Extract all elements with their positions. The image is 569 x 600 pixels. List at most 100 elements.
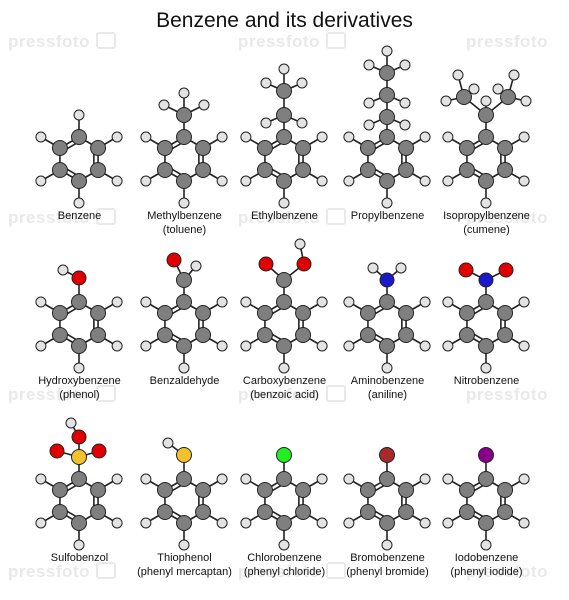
carbon-atom (379, 173, 395, 189)
sulfur-atom (71, 449, 87, 465)
molecule-iodobenzene: Iodobenzene (phenyl iodide) (430, 375, 543, 578)
carbon-atom (51, 140, 68, 156)
carbon-atom (500, 89, 516, 105)
carbon-atom (51, 162, 68, 178)
carbon-atom (478, 515, 494, 531)
molecule-name: Carboxybenzene (242, 375, 327, 387)
hydrogen-atom (296, 77, 308, 89)
carbon-atom (276, 471, 292, 487)
carbon-atom (379, 129, 395, 145)
hydrogen-atom (316, 517, 328, 529)
hydrogen-atom (240, 340, 252, 352)
hydrogen-atom (363, 119, 375, 131)
nitrobenzene-structure (442, 262, 530, 374)
carbon-atom (398, 482, 415, 498)
hydrogen-atom (216, 296, 228, 308)
molecule-label: Bromobenzene (phenyl bromide) (331, 551, 444, 579)
hydrogen-atom (73, 197, 85, 209)
carbon-atom (276, 83, 292, 99)
isopropylbenzene-structure (440, 69, 532, 209)
oxygen-atom (71, 429, 87, 445)
hydrogen-atom (216, 517, 228, 529)
molecule-label: Iodobenzene (phenyl iodide) (430, 551, 543, 579)
hydrogen-atom (419, 517, 431, 529)
hydrogen-atom (140, 296, 152, 308)
hydrogen-atom (35, 131, 47, 143)
hydrogen-atom (35, 517, 47, 529)
molecule-benzene: Benzene (23, 33, 136, 223)
carbon-atom (90, 327, 107, 343)
hydrogen-atom (316, 131, 328, 143)
molecule-bromobenzene: Bromobenzene (phenyl bromide) (331, 375, 444, 578)
hydrogen-atom (35, 473, 47, 485)
hydrogen-atom (399, 59, 411, 71)
hydrogen-atom (178, 197, 190, 209)
carbon-atom (478, 294, 494, 310)
carbon-atom (256, 305, 273, 321)
carbon-atom (276, 173, 292, 189)
thiophenol-structure (140, 437, 228, 551)
hydrogen-atom (395, 262, 407, 274)
molecule-common-name: (phenyl bromide) (346, 566, 429, 578)
hydroxybenzene-structure (35, 264, 123, 374)
hydrogen-atom (57, 264, 69, 276)
molecule-label: Benzene (23, 209, 136, 223)
molecule-hydroxybenzene: Hydroxybenzene (phenol) (23, 198, 136, 401)
hydrogen-atom (240, 296, 252, 308)
carbon-atom (379, 87, 395, 103)
molecule-name: Ethylbenzene (251, 210, 318, 222)
carbon-atom (295, 305, 312, 321)
carbon-atom (195, 305, 212, 321)
hydrogen-atom (419, 296, 431, 308)
hydrogen-atom (363, 97, 375, 109)
molecule-benzaldehyde: Benzaldehyde (128, 198, 241, 388)
carbon-atom (90, 305, 107, 321)
oxygen-atom (258, 256, 274, 272)
carbon-atom (359, 327, 376, 343)
iodobenzene-structure (442, 447, 530, 551)
carbon-atom (51, 305, 68, 321)
molecule-name: Methylbenzene (147, 210, 222, 222)
chlorine-atom (276, 447, 292, 463)
carbon-atom (398, 327, 415, 343)
carbon-atom (478, 173, 494, 189)
molecule-common-name: (phenyl iodide) (450, 566, 523, 578)
hydrogen-atom (140, 517, 152, 529)
carbon-atom (176, 294, 192, 310)
page-title: Benzene and its derivatives (156, 9, 413, 32)
hydrogen-atom (65, 417, 77, 429)
hydrogen-atom (216, 131, 228, 143)
molecule-name: Chlorobenzene (247, 552, 322, 564)
carbon-atom (276, 338, 292, 354)
carbon-atom (71, 129, 87, 145)
carbon-atom (478, 129, 494, 145)
carbon-atom (497, 327, 514, 343)
carbon-atom (90, 482, 107, 498)
molecule-label: Carboxybenzene (benzoic acid) (228, 374, 341, 402)
carboxybenzene-structure (240, 238, 328, 374)
hydrogen-atom (343, 175, 355, 187)
molecule-label: Benzaldehyde (128, 374, 241, 388)
carbon-atom (256, 162, 273, 178)
hydrogen-atom (518, 131, 530, 143)
carbon-atom (176, 107, 192, 123)
hydrogen-atom (442, 131, 454, 143)
molecule-isopropylbenzene: Isopropylbenzene (cumene) (430, 33, 543, 236)
carbon-atom (478, 107, 494, 123)
hydrogen-atom (518, 296, 530, 308)
hydrogen-atom (480, 539, 492, 551)
carbon-atom (458, 305, 475, 321)
hydrogen-atom (480, 362, 492, 374)
hydrogen-atom (35, 296, 47, 308)
oxygen-atom (458, 262, 474, 278)
carbon-atom (176, 471, 192, 487)
carbon-atom (195, 327, 212, 343)
carbon-atom (90, 140, 107, 156)
hydrogen-atom (140, 131, 152, 143)
hydrogen-atom (158, 99, 170, 111)
molecule-name: Bromobenzene (350, 552, 425, 564)
carbon-atom (379, 471, 395, 487)
hydrogen-atom (73, 109, 85, 121)
hydrogen-atom (381, 197, 393, 209)
hydrogen-atom (111, 296, 123, 308)
